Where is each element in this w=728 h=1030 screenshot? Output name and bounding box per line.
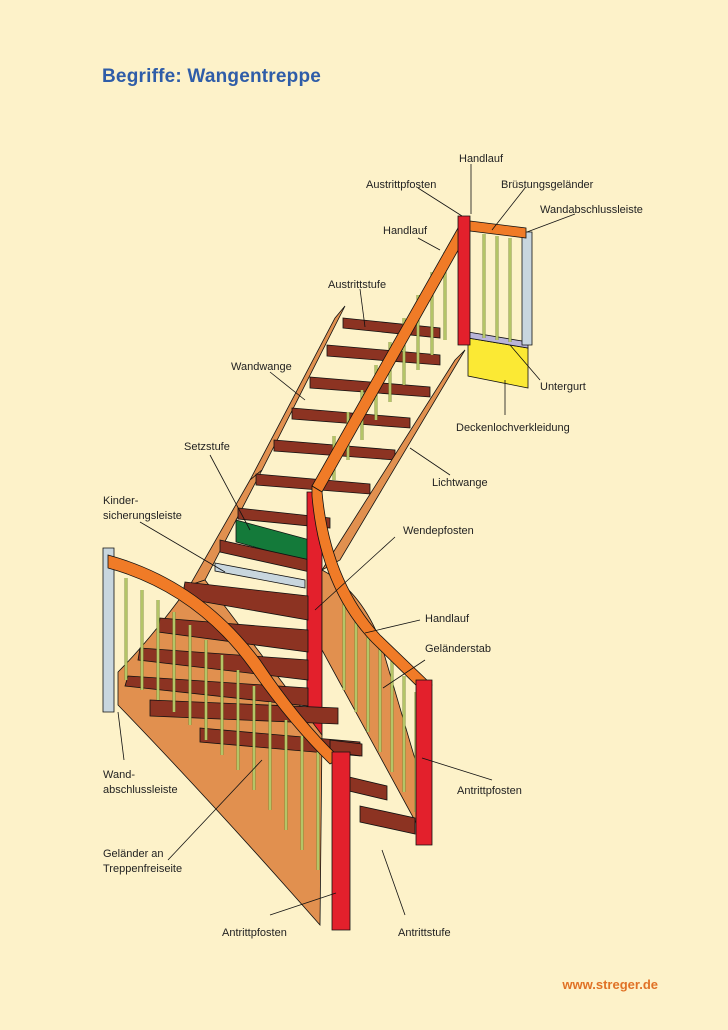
child-safety-strip bbox=[214, 562, 306, 589]
label-handlauf-upper: Handlauf bbox=[383, 225, 428, 237]
leader-lines bbox=[117, 164, 576, 916]
label-wandabschlussleiste-top: Wandabschlussleiste bbox=[540, 204, 643, 216]
page-title: Begriffe: Wangentreppe bbox=[102, 66, 322, 87]
label-antrittpfosten-bottom: Antrittpfosten bbox=[222, 927, 287, 939]
label-kindersicherungsleiste-1: Kinder- bbox=[103, 495, 139, 507]
label-wendepfosten: Wendepfosten bbox=[403, 525, 474, 537]
exit-post bbox=[457, 215, 471, 346]
label-handlauf-mid: Handlauf bbox=[425, 613, 470, 625]
label-wandwange: Wandwange bbox=[231, 361, 292, 373]
wall-trim-upper bbox=[521, 231, 533, 346]
start-post-bottom bbox=[331, 751, 351, 931]
label-gelaender-2: Treppenfreiseite bbox=[103, 863, 182, 875]
bottom-treads bbox=[329, 739, 416, 835]
label-lichtwange: Lichtwange bbox=[432, 477, 488, 489]
handrail-balustrade bbox=[461, 219, 527, 239]
footer-url: www.streger.de bbox=[562, 977, 658, 992]
label-austrittpfosten: Austrittpfosten bbox=[366, 179, 436, 191]
label-kindersicherungsleiste-2: sicherungsleiste bbox=[103, 510, 182, 522]
start-post-right bbox=[415, 679, 433, 846]
label-untergurt: Untergurt bbox=[540, 381, 586, 393]
label-handlauf-top: Handlauf bbox=[459, 153, 504, 165]
label-austrittstufe: Austrittstufe bbox=[328, 279, 386, 291]
label-gelaender-1: Geländer an bbox=[103, 848, 164, 860]
wall-trim-lower bbox=[102, 547, 115, 713]
label-wandabschlussleiste-1: Wand- bbox=[103, 769, 135, 781]
label-wandabschlussleiste-2: abschlussleiste bbox=[103, 784, 178, 796]
label-deckenlochverkleidung: Deckenlochverkleidung bbox=[456, 422, 570, 434]
label-setzstufe: Setzstufe bbox=[184, 441, 230, 453]
light-stringer-upper bbox=[321, 349, 466, 571]
label-antrittpfosten-right: Antrittpfosten bbox=[457, 785, 522, 797]
label-bruestungsgelaender: Brüstungsgeländer bbox=[501, 179, 594, 191]
label-gelaenderstab: Geländerstab bbox=[425, 643, 491, 655]
label-antrittstufe: Antrittstufe bbox=[398, 927, 451, 939]
handrail-lower-left bbox=[107, 554, 341, 765]
